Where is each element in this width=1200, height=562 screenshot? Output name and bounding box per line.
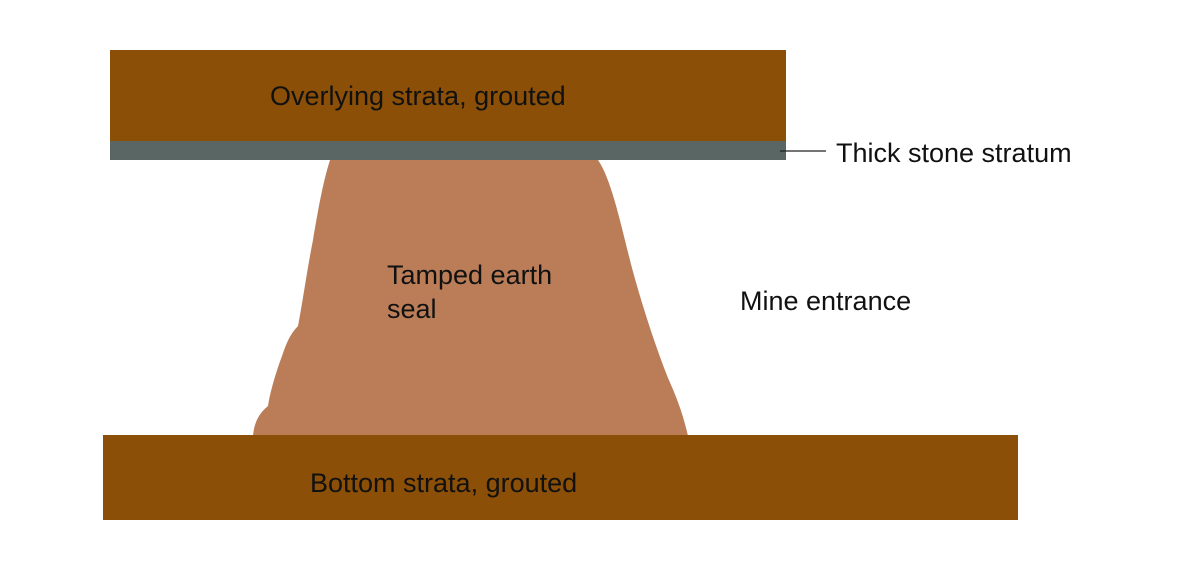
bottom-strata-label: Bottom strata, grouted bbox=[310, 468, 577, 498]
mine-entrance-label: Mine entrance bbox=[740, 286, 911, 316]
thick-stone-stratum-band bbox=[110, 141, 786, 160]
stone-stratum-label: Thick stone stratum bbox=[836, 138, 1072, 168]
overlying-strata-label: Overlying strata, grouted bbox=[270, 81, 566, 111]
seal-label-line1: Tamped earth bbox=[387, 260, 552, 290]
overlying-strata-block bbox=[110, 50, 786, 141]
seal-label-line2: seal bbox=[387, 294, 437, 324]
bottom-strata-block bbox=[103, 435, 1018, 520]
tamped-earth-seal bbox=[253, 160, 688, 436]
